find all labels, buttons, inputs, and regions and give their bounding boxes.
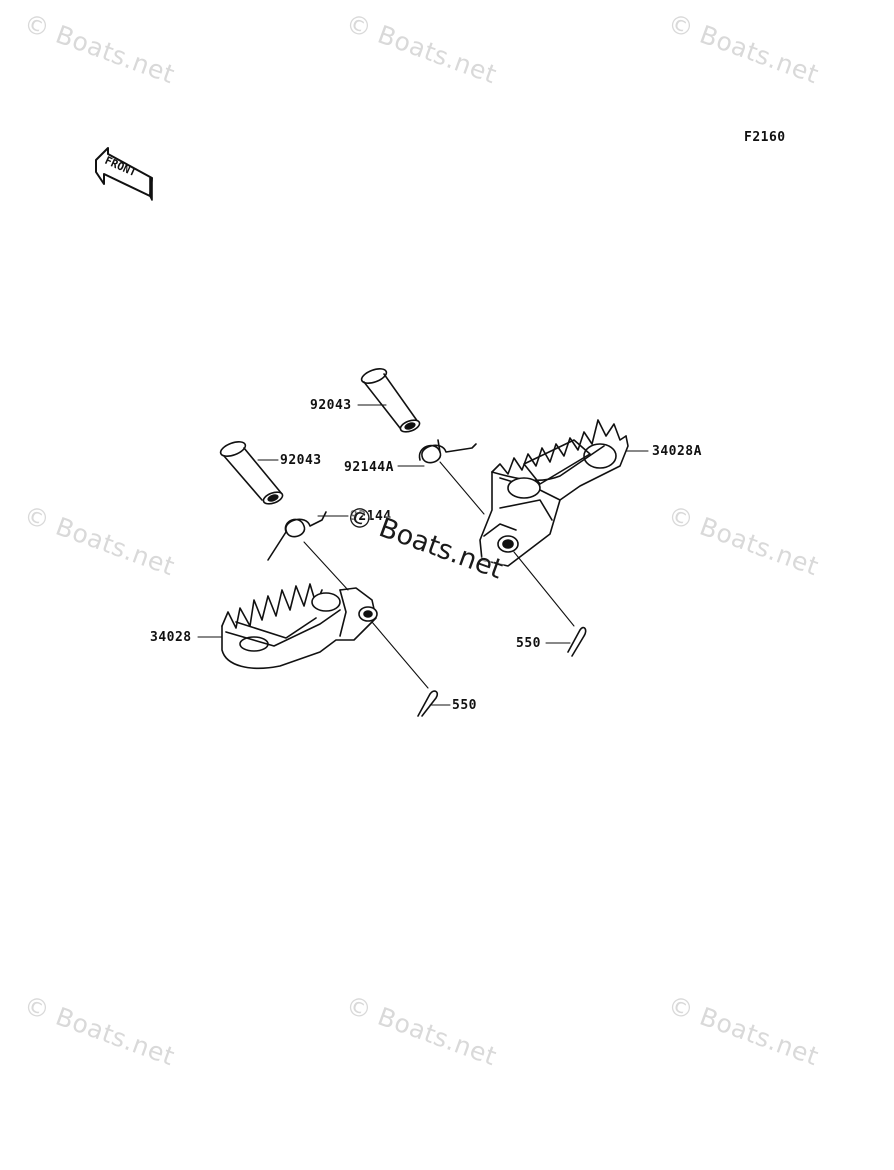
- footpeg-right: [479, 419, 629, 567]
- label-spring-left: 92144: [350, 509, 392, 524]
- cotter-pin-left: [417, 690, 439, 717]
- label-footpeg-left: 34028: [150, 630, 192, 645]
- assembly-lines: [303, 461, 575, 689]
- spring-right: [418, 439, 477, 464]
- label-pin-upper: 92043: [310, 398, 352, 413]
- footpeg-left: [221, 583, 378, 670]
- leader-lines: [197, 404, 649, 706]
- label-footpeg-right: 34028A: [652, 444, 702, 459]
- pin-upper: [360, 368, 421, 433]
- label-spring-right: 92144A: [344, 460, 394, 475]
- cotter-pin-right: [567, 626, 587, 657]
- figure-code: F2160: [744, 130, 786, 145]
- pin-lower: [219, 441, 284, 505]
- label-cotter-right: 550: [516, 636, 541, 651]
- front-arrow-icon: FRONT: [95, 147, 153, 201]
- label-pin-lower: 92043: [280, 453, 322, 468]
- label-cotter-left: 550: [452, 698, 477, 713]
- spring-left: [267, 511, 327, 561]
